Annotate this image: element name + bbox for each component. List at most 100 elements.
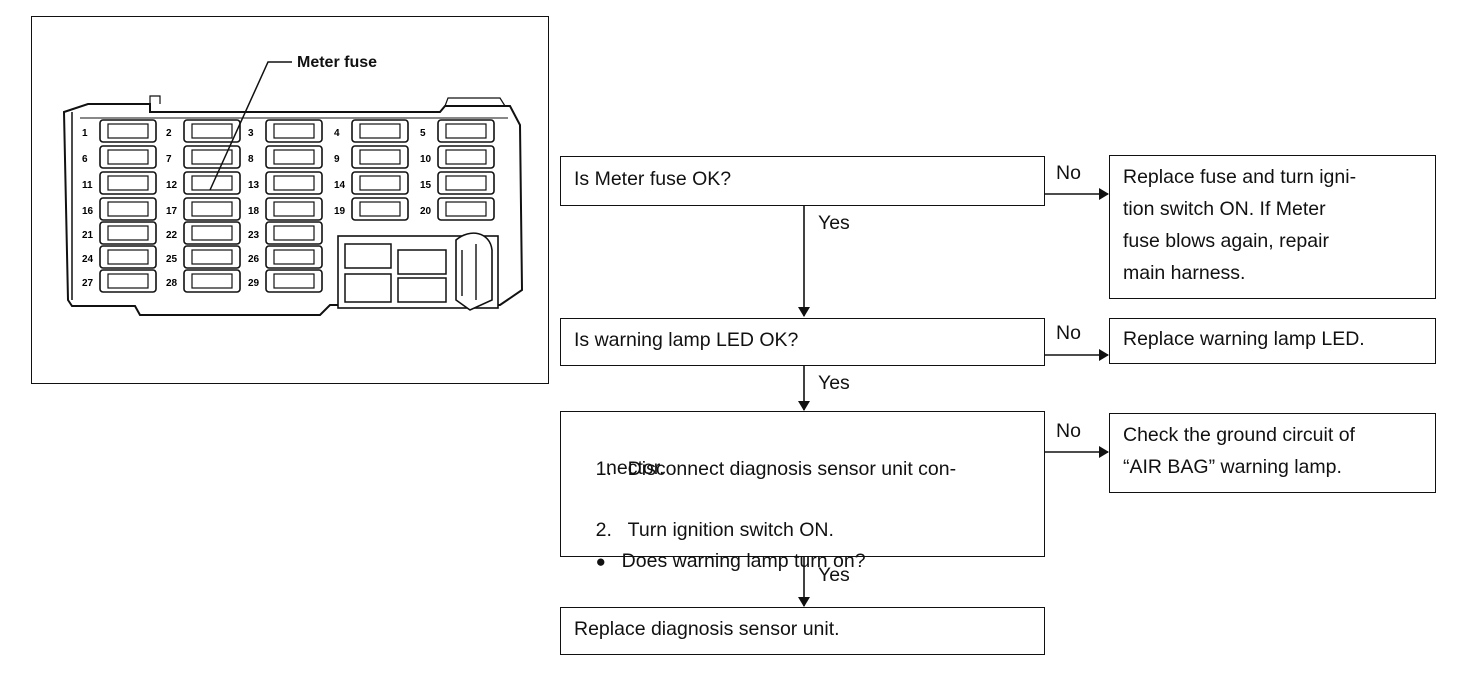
fuse-number-label: 10 [420, 154, 432, 165]
fuse-slot-inner [107, 175, 149, 191]
action-check-ground-line-2: “AIR BAG” warning lamp. [1123, 456, 1342, 478]
fuse-slot-inner [359, 175, 401, 191]
fuse-number-label: 28 [166, 278, 178, 289]
fuse-slot [99, 269, 157, 293]
step-1-text: Disconnect diagnosis sensor unit con- [627, 458, 957, 480]
fuse-number-label: 9 [334, 154, 340, 165]
fuse-slot [265, 197, 323, 221]
question-warning-lamp-led: Is warning lamp LED OK? [574, 329, 799, 351]
action-replace-fuse-line-4: main harness. [1123, 262, 1246, 284]
fuse-slot [183, 221, 241, 245]
fuse-slot-inner [445, 149, 487, 165]
fuse-number-label: 16 [82, 206, 94, 217]
meter-fuse-callout: Meter fuse [297, 54, 378, 71]
fuse-slot-inner [273, 175, 315, 191]
fuse-number-label: 23 [248, 230, 260, 241]
fuse-number-label: 21 [82, 230, 94, 241]
fuse-slot [183, 197, 241, 221]
no-label-1: No [1056, 162, 1081, 184]
fuse-slot [183, 119, 241, 143]
fuse-slot-inner [191, 249, 233, 265]
fuse-number-label: 25 [166, 254, 178, 265]
fuse-slot [183, 269, 241, 293]
fuse-slot-inner [273, 225, 315, 241]
fuse-slot [265, 145, 323, 169]
fuse-number-label: 5 [420, 128, 426, 139]
fuse-slot [99, 221, 157, 245]
fuse-slot-inner [191, 175, 233, 191]
fuse-slot [437, 171, 495, 195]
fuse-number-label: 19 [334, 206, 346, 217]
fuse-number-label: 7 [166, 154, 172, 165]
fuse-slot [351, 171, 409, 195]
action-replace-fuse-box: Replace fuse and turn igni- tion switch … [1109, 155, 1436, 299]
diagnosis-question-text: Does warning lamp turn on? [621, 550, 866, 572]
fuse-slot [351, 145, 409, 169]
fuse-number-label: 15 [420, 180, 432, 191]
fuse-slot [265, 245, 323, 269]
fuse-number-label: 1 [82, 128, 88, 139]
fuse-block-figure [31, 16, 549, 384]
fuse-number-label: 17 [166, 206, 178, 217]
no-label-2: No [1056, 322, 1081, 344]
fuse-number-label: 4 [334, 128, 340, 139]
meter-fuse-callout-line [209, 61, 292, 191]
fuse-slot-inner [107, 123, 149, 139]
fuse-number-label: 8 [248, 154, 254, 165]
fuse-slot-inner [273, 201, 315, 217]
fuse-number-label: 26 [248, 254, 260, 265]
action-replace-led-box: Replace warning lamp LED. [1109, 318, 1436, 364]
diagnosis-question: ●Does warning lamp turn on? [574, 513, 866, 610]
fuse-number-label: 3 [248, 128, 254, 139]
action-check-ground-line-1: Check the ground circuit of [1123, 424, 1355, 446]
final-action-box: Replace diagnosis sensor unit. [560, 607, 1045, 655]
step-2-number: 2. [595, 519, 612, 541]
fuse-slot [351, 197, 409, 221]
fuse-slot-inner [273, 123, 315, 139]
fuse-slot-inner [107, 249, 149, 265]
fuse-slot [265, 221, 323, 245]
yes-label-2: Yes [818, 372, 850, 394]
yes-label-1: Yes [818, 212, 850, 234]
fuse-slot-inner [273, 249, 315, 265]
fuse-slot [99, 197, 157, 221]
step-2-text: Turn ignition switch ON. [627, 519, 834, 541]
fuse-number-label: 11 [82, 180, 93, 191]
fuse-slot-inner [445, 201, 487, 217]
fuse-slot-inner [107, 273, 149, 289]
fuse-slot-inner [107, 225, 149, 241]
fuse-number-label: 12 [166, 180, 178, 191]
action-replace-fuse-line-2: tion switch ON. If Meter [1123, 198, 1326, 220]
fuse-slot [99, 119, 157, 143]
fuse-slot [183, 145, 241, 169]
step-1-continued: nector. [606, 457, 665, 479]
fuse-number-label: 2 [166, 128, 172, 139]
fuse-slot [99, 245, 157, 269]
fuse-slot-inner [191, 149, 233, 165]
question-warning-lamp-led-box: Is warning lamp LED OK? [560, 318, 1045, 366]
step-1-number: 1. [595, 458, 612, 480]
fuse-slot-inner [191, 225, 233, 241]
fuse-slot [265, 119, 323, 143]
fuse-slot [99, 145, 157, 169]
fuse-slot-inner [359, 149, 401, 165]
step-2: 2. Turn ignition switch ON. [574, 482, 834, 578]
fuse-slot-inner [359, 123, 401, 139]
fuse-number-label: 27 [82, 278, 94, 289]
fuse-slot-inner [191, 273, 233, 289]
fuse-slot-inner [107, 201, 149, 217]
fuse-slot-inner [445, 123, 487, 139]
fuse-slot-inner [107, 149, 149, 165]
fuse-slot-inner [191, 201, 233, 217]
fuse-slot [99, 171, 157, 195]
fuse-number-label: 29 [248, 278, 260, 289]
question-meter-fuse: Is Meter fuse OK? [574, 168, 732, 190]
diagnosis-steps-box: 1.Disconnect diagnosis sensor unit con- … [560, 411, 1045, 572]
fuse-slot [437, 119, 495, 143]
fuse-number-label: 6 [82, 154, 88, 165]
fuse-number-label: 18 [248, 206, 260, 217]
fuse-slot [265, 269, 323, 293]
fuse-slot [183, 245, 241, 269]
fuse-slot [183, 171, 241, 195]
